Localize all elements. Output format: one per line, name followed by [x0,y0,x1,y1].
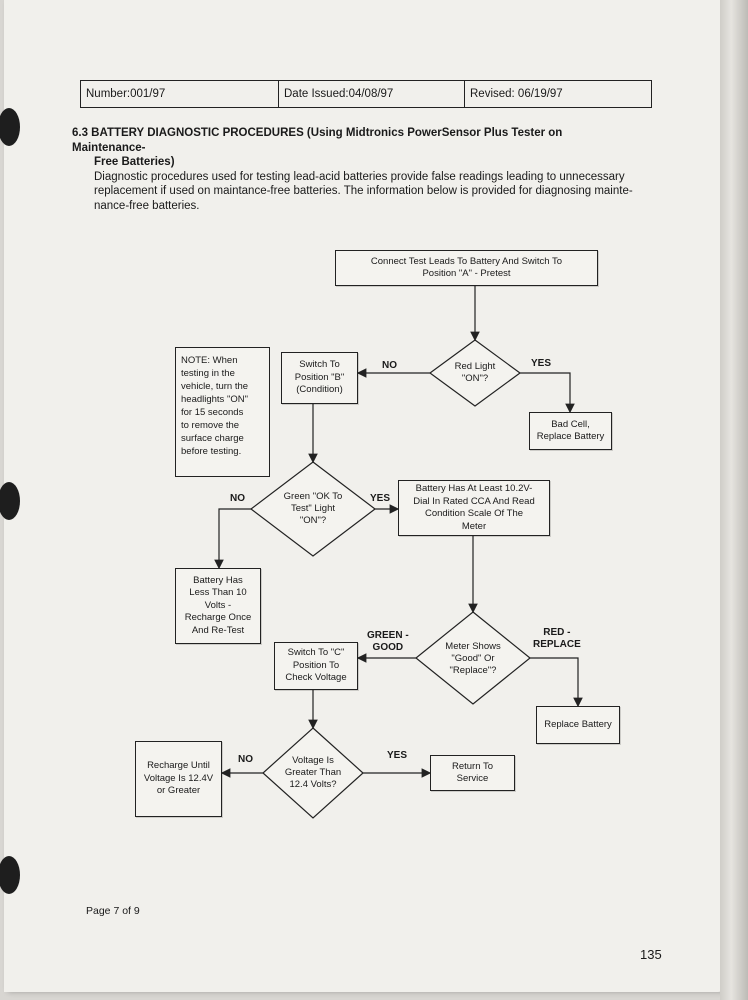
note-line: headlights "ON" [181,394,248,405]
note-line: to remove the [181,420,240,431]
step-text: Volts - [204,599,232,611]
step-text: Position "A" - Pretest [422,268,511,279]
note-line: before testing. [181,446,242,457]
decision-text: Meter Shows [445,641,501,652]
section-body: Diagnostic procedures used for testing l… [94,170,637,214]
label-no: NO [238,754,253,765]
label-no: NO [382,360,397,371]
label-green-good: GREEN - GOOD [367,630,409,654]
label-line: RED - [543,627,571,638]
step-text: Position To [292,659,340,671]
step-text: Recharge Once [184,612,252,624]
section-body-line: replacement if used on maintance-free ba… [94,185,633,197]
step-bad-cell: Bad Cell,Replace Battery [529,412,612,450]
step-text: or Greater [156,785,201,797]
decision-diamond-voltage [262,727,364,819]
note-line: for 15 seconds [181,407,244,418]
section-title: 6.3 BATTERY DIAGNOSTIC PROCEDURES (Using… [72,126,637,170]
step-text: Battery Has At Least 10.2V- [415,483,533,494]
decision-red-light-text: Red Light"ON"? [440,355,510,391]
label-line: GREEN - [367,630,409,641]
section-title-line: 6.3 BATTERY DIAGNOSTIC PROCEDURES (Using… [72,127,563,154]
decision-text: "Replace"? [449,665,497,676]
step-replace-battery: Replace Battery [536,706,620,744]
step-text: Battery Has [193,574,243,586]
binder-hole [0,108,20,146]
step-text: Less Than 10 [189,587,247,599]
step-text: Position "B" [294,371,345,383]
arrow-meter-red [530,657,583,708]
stacked-page-edges [720,0,748,1000]
step-text: Replace Battery [536,431,605,442]
label-red-replace: RED - REPLACE [533,627,581,651]
step-text: Connect Test Leads To Battery And Switch… [370,255,563,267]
note-line: vehicle, turn the [181,381,249,392]
step-text: Recharge Until [147,760,210,772]
decision-text: "ON"? [299,515,327,526]
decision-diamond-meter [415,611,531,705]
step-text: Service [456,773,489,784]
step-text: Dial In Rated CCA And Read [413,495,535,507]
step-text: Condition Scale Of The [424,508,524,519]
label-line: REPLACE [533,639,581,650]
step-text: Meter [461,520,487,532]
header-number: Number:001/97 [81,81,279,107]
decision-text: Voltage Is [292,755,334,766]
decision-text: "ON"? [461,373,489,384]
document-page [4,0,724,992]
note-line: NOTE: When [181,355,238,366]
binder-hole [0,482,20,520]
step-text: Return To [451,760,493,772]
decision-text: Test" Light [290,503,336,514]
note-headlights: NOTE: When testing in the vehicle, turn … [175,347,270,477]
binder-hole [0,856,20,894]
section-title-line: Free Batteries) [94,156,175,168]
footer-page-of: Page 7 of 9 [86,905,140,917]
arrow-green-no [214,508,251,570]
decision-diamond-green-ok [250,461,376,557]
arrow-redlight-yes [520,372,575,414]
step-text: Replace Battery [544,718,612,730]
decision-meter-text: Meter Shows"Good" Or"Replace"? [433,638,513,680]
step-text: Check Voltage [285,672,347,684]
label-line: GOOD [372,642,404,653]
decision-diamond-red-light [428,339,522,407]
step-text: Switch To [299,359,340,371]
step-text: And Re-Test [191,624,245,636]
note-line: surface charge [181,433,244,444]
label-yes: YES [531,358,552,369]
step-connect-test-leads: Connect Test Leads To Battery And Switch… [335,250,598,286]
header-revised: Revised: 06/19/97 [470,88,563,100]
decision-text: 12.4 Volts? [289,779,337,790]
decision-text: Red Light [454,361,496,372]
decision-text: Green "OK To [283,491,343,502]
label-yes: YES [387,750,408,761]
step-battery-10-2v: Battery Has At Least 10.2V-Dial In Rated… [398,480,550,536]
label-yes: YES [370,493,391,504]
section-body-line: nance-free batteries. [94,199,200,212]
step-text: Voltage Is 12.4V [143,772,214,784]
section-body-line: Diagnostic procedures used for testing l… [94,170,625,183]
step-text: Bad Cell, [551,418,590,430]
header-date-issued: Date Issued:04/08/97 [279,81,465,107]
decision-text: Greater Than [284,767,342,778]
page-number: 135 [640,947,662,962]
step-text: (Condition) [296,384,343,396]
step-text: Switch To "C" [287,647,345,659]
decision-text: "Good" Or [451,653,495,664]
label-no: NO [230,493,245,504]
document-header-table: Number:001/97 Date Issued:04/08/97 Revis… [80,80,652,108]
note-line: testing in the [181,368,235,379]
section-intro: 6.3 BATTERY DIAGNOSTIC PROCEDURES (Using… [72,126,637,213]
